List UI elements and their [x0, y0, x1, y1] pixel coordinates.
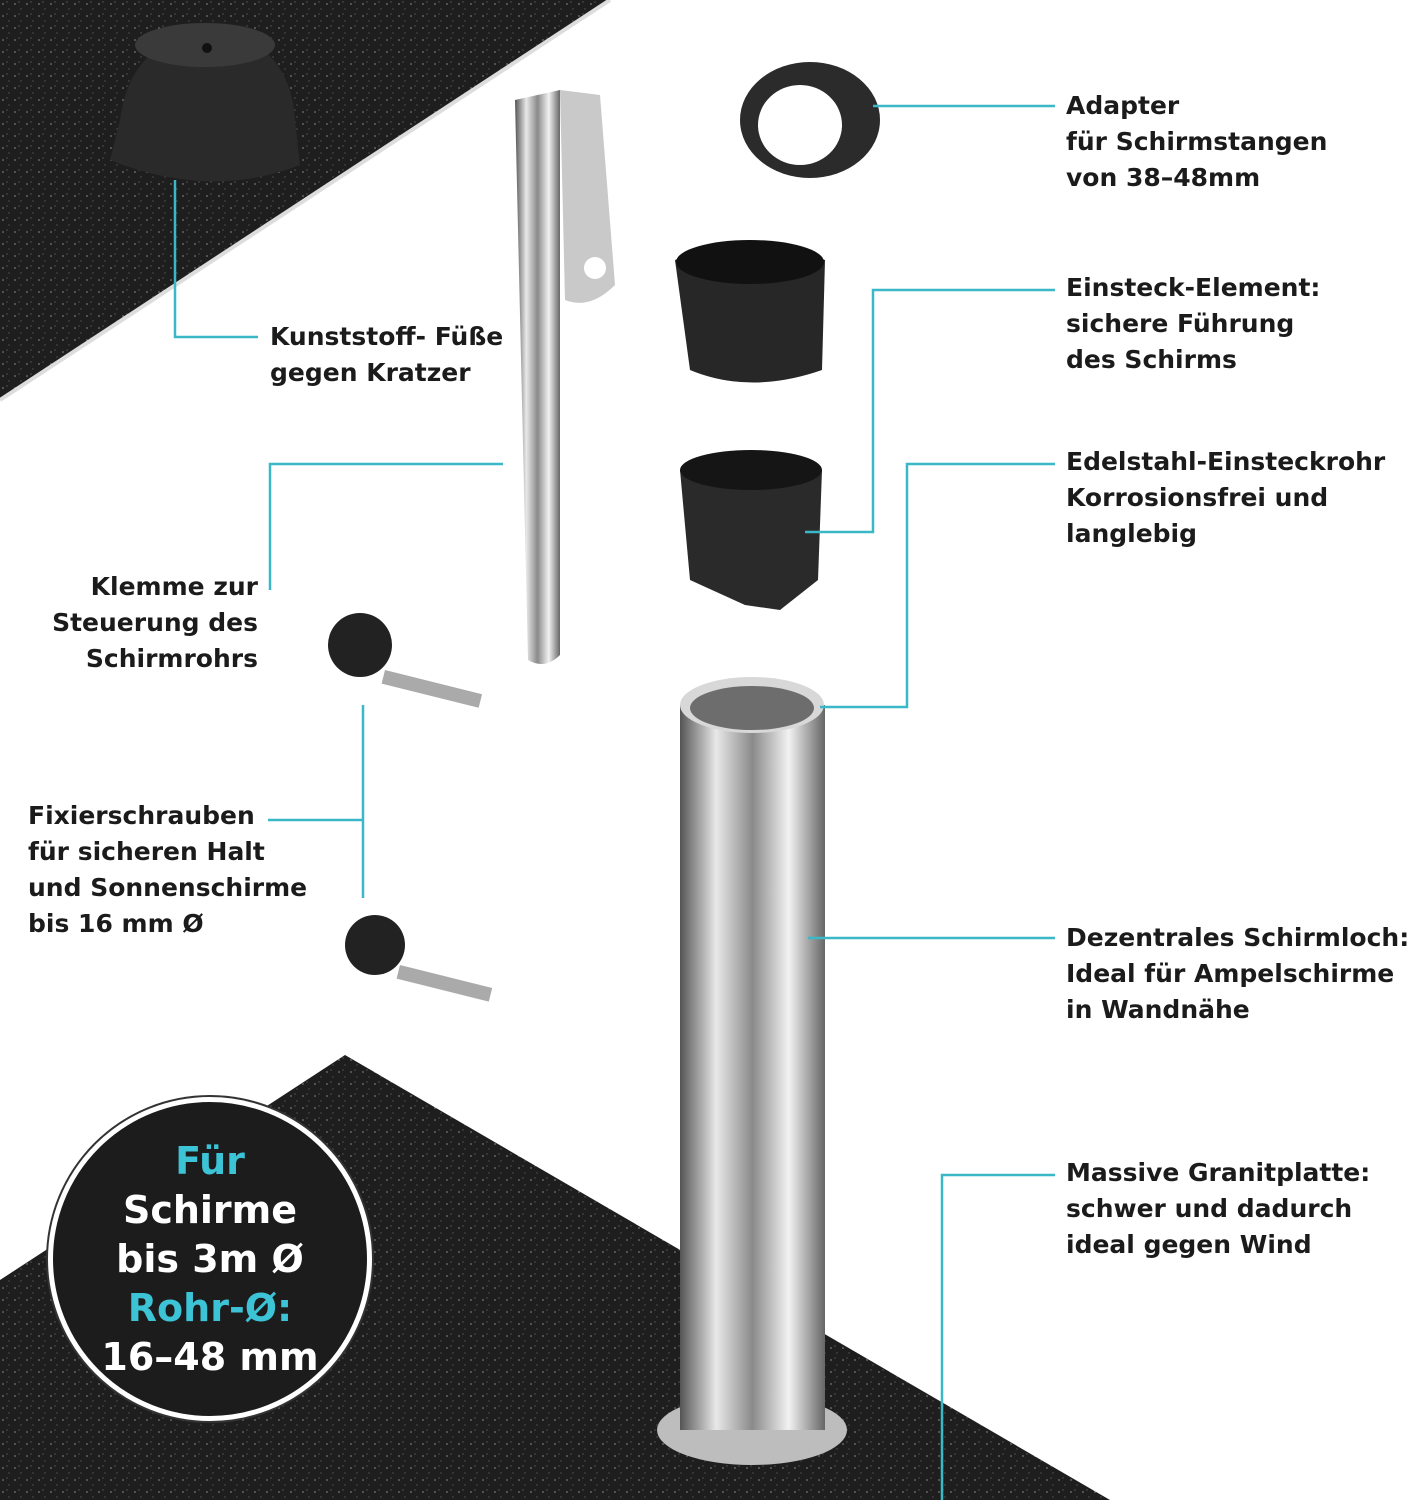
label-line: Dezentrales Schirmloch:: [1066, 923, 1410, 952]
fixing-screw-1: [328, 613, 483, 708]
badge-line: Rohr-Ø:: [127, 1285, 293, 1330]
label-line: gegen Kratzer: [270, 358, 471, 387]
label-line: Klemme zur: [90, 572, 258, 601]
label-line: Korrosionsfrei und: [1066, 483, 1329, 512]
label-plastic-feet: Kunststoff- Füße gegen Kratzer: [270, 319, 503, 391]
label-insert-element: Einsteck-Element: sichere Führung des Sc…: [1066, 270, 1320, 378]
label-clamp: Klemme zur Steuerung des Schirmrohrs: [52, 569, 258, 677]
label-line: Einsteck-Element:: [1066, 273, 1321, 302]
label-line: für sicheren Halt: [28, 837, 265, 866]
label-line: langlebig: [1066, 519, 1198, 548]
plastic-foot: [110, 23, 300, 182]
badge-line: Für: [175, 1138, 245, 1183]
clamp: [515, 90, 615, 664]
badge-line: Schirme: [122, 1187, 298, 1232]
stainless-tube: [657, 677, 847, 1465]
label-line: für Schirmstangen: [1066, 127, 1328, 156]
label-decentral-hole: Dezentrales Schirmloch: Ideal für Ampels…: [1066, 920, 1409, 1028]
leader-lines: [173, 104, 1055, 1500]
label-line: sichere Führung: [1066, 309, 1295, 338]
label-adapter: Adapter für Schirmstangen von 38–48mm: [1066, 88, 1327, 196]
label-line: und Sonnenschirme: [28, 873, 308, 902]
label-line: Adapter: [1066, 91, 1180, 120]
badge-line: 16–48 mm: [101, 1334, 319, 1379]
badge-line: bis 3m Ø: [116, 1236, 304, 1281]
label-line: Fixierschrauben: [28, 801, 255, 830]
label-line: des Schirms: [1066, 345, 1237, 374]
spec-badge: Für Schirme bis 3m Ø Rohr-Ø: 16–48 mm: [48, 1097, 372, 1421]
label-stainless-tube: Edelstahl-Einsteckrohr Korrosionsfrei un…: [1066, 444, 1385, 552]
label-line: schwer und dadurch: [1066, 1194, 1353, 1223]
insert-element: [680, 450, 822, 610]
label-line: Edelstahl-Einsteckrohr: [1066, 447, 1386, 476]
label-line: von 38–48mm: [1066, 163, 1261, 192]
adapter-ring: [675, 62, 880, 383]
label-fixing-screws: Fixierschrauben für sicheren Halt und So…: [28, 798, 307, 942]
label-granite-plate: Massive Granitplatte: schwer und dadurch…: [1066, 1155, 1370, 1263]
fixing-screw-2: [345, 915, 493, 1002]
label-line: Schirmrohrs: [85, 644, 258, 673]
label-line: Massive Granitplatte:: [1066, 1158, 1371, 1187]
label-line: Kunststoff- Füße: [270, 322, 504, 351]
label-line: Steuerung des: [52, 608, 258, 637]
label-line: in Wandnähe: [1066, 995, 1250, 1024]
label-line: Ideal für Ampelschirme: [1066, 959, 1395, 988]
label-line: ideal gegen Wind: [1066, 1230, 1312, 1259]
label-line: bis 16 mm Ø: [28, 909, 204, 938]
